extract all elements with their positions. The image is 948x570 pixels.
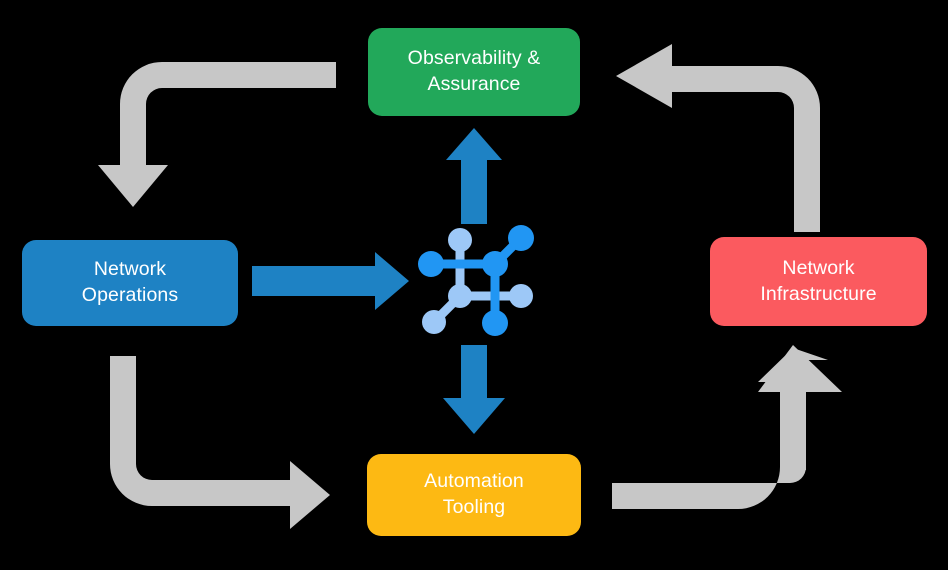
connector-infrastructure-to-observability bbox=[616, 44, 820, 232]
connector-operations-to-automation bbox=[110, 356, 330, 529]
connector-automation-to-infrastructure bbox=[612, 345, 842, 509]
node-network-infrastructure[interactable]: Network Infrastructure bbox=[710, 237, 927, 326]
connector-observability-to-operations bbox=[98, 62, 336, 207]
node-network-operations[interactable]: Network Operations bbox=[22, 240, 238, 326]
connector-operations-to-center bbox=[252, 252, 409, 310]
network-mesh-icon bbox=[418, 225, 534, 336]
connector-center-to-automation bbox=[443, 345, 505, 434]
node-automation-tooling[interactable]: Automation Tooling bbox=[367, 454, 581, 536]
connector-center-to-observability bbox=[446, 128, 502, 224]
node-observability-assurance[interactable]: Observability & Assurance bbox=[368, 28, 580, 116]
